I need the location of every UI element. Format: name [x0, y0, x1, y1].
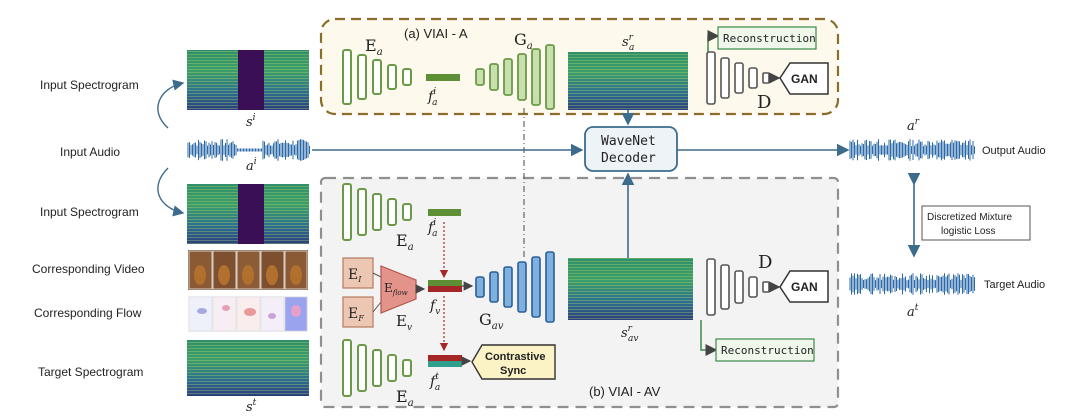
- ar-label: ar: [907, 117, 920, 134]
- target-spectrogram: [187, 340, 309, 396]
- panel-b-generator-label: Gav: [479, 310, 504, 332]
- ai-label: ai: [246, 157, 257, 174]
- corresponding-flow-frames: [188, 296, 308, 332]
- output-audio-waveform: [849, 139, 975, 161]
- label-input-audio: Input Audio: [60, 145, 120, 159]
- panel-a-generator-label: Ga: [514, 30, 533, 52]
- panel-b-feature-fai: [428, 209, 461, 216]
- si-label: si: [246, 113, 256, 130]
- contrastive-line2: Sync: [500, 365, 526, 377]
- input-spectrogram-top: [187, 50, 309, 110]
- encoder-ef-label: EF: [348, 306, 364, 323]
- panel-a-reconstruction-label: Reconstruction: [723, 32, 816, 45]
- encoder-eflow-label: Eflow: [384, 281, 408, 297]
- panel-b-gan-label: GAN: [791, 280, 818, 294]
- panel-a-reconstruction-box: [717, 26, 817, 50]
- panel-b-discriminator: [706, 258, 770, 316]
- curve-arrow-up: [157, 79, 185, 129]
- loss-line1: Discretized Mixture: [927, 212, 1012, 223]
- panel-a-generator: [475, 44, 555, 110]
- panel-a-d-label: D: [757, 92, 771, 113]
- panel-b-title: (b) VIAI - AV: [589, 384, 661, 399]
- panel-b-encoder-bottom-label: Ea: [396, 387, 414, 409]
- panel-b-encoder-top: [342, 183, 412, 241]
- corresponding-video-frames: [188, 250, 308, 290]
- wavenet-decoder-line1: WaveNet: [601, 134, 656, 149]
- label-input-spectrogram-bottom: Input Spectrogram: [40, 205, 139, 219]
- target-audio-waveform: [849, 273, 975, 295]
- label-output-audio: Output Audio: [982, 145, 1046, 157]
- st-label: st: [246, 398, 257, 415]
- label-input-spectrogram-top: Input Spectrogram: [40, 78, 139, 92]
- panel-b-spectrogram: [568, 258, 693, 320]
- label-target-audio: Target Audio: [984, 279, 1045, 291]
- panel-a-title: (a) VIAI - A: [404, 26, 468, 41]
- panel-a-feature-fai: [426, 74, 460, 81]
- panel-a-gan-label: GAN: [791, 72, 818, 86]
- input-spectrogram-bottom: [187, 184, 309, 244]
- encoder-eflow-shape: [380, 265, 417, 314]
- panel-b-generator: [475, 251, 555, 323]
- wavenet-decoder-box: [584, 126, 678, 172]
- at-label: at: [907, 303, 919, 320]
- panel-a-discriminator: [706, 51, 770, 105]
- panel-b-reconstruction-box: [715, 338, 815, 362]
- panel-a-spectrogram: [568, 52, 688, 110]
- encoder-ef-box: [342, 296, 374, 328]
- label-corresponding-flow: Corresponding Flow: [34, 306, 142, 320]
- feature-fat: [428, 355, 462, 367]
- contrastive-line1: Contrastive: [485, 351, 546, 363]
- contrastive-sync-box: [471, 344, 556, 380]
- loss-line2: logistic Loss: [941, 226, 995, 237]
- input-audio-waveform: [187, 139, 310, 161]
- encoder-ei-label: EI: [348, 267, 362, 284]
- panel-b-encoder-bottom: [342, 339, 412, 397]
- panel-b-encoder-top-label: Ea: [396, 231, 414, 253]
- label-corresponding-video: Corresponding Video: [32, 262, 145, 276]
- curve-arrow-down: [157, 167, 185, 217]
- panel-b-reconstruction-label: Reconstruction: [721, 344, 814, 357]
- loss-box: [921, 205, 1031, 241]
- panel-a-gan-box: [779, 62, 829, 95]
- wavenet-decoder-line2: Decoder: [601, 151, 656, 166]
- label-target-spectrogram: Target Spectrogram: [38, 365, 143, 379]
- panel-a-encoder-label: Ea: [365, 36, 383, 58]
- encoder-ei-box: [342, 257, 374, 289]
- panel-b-gan-box: [779, 270, 829, 303]
- panel-b-d-label: D: [758, 252, 772, 273]
- feature-fv: [428, 280, 462, 292]
- encoder-ev-label: Ev: [396, 312, 412, 333]
- feature-fv-label: fv: [429, 298, 440, 317]
- panel-a-encoder: [342, 49, 412, 105]
